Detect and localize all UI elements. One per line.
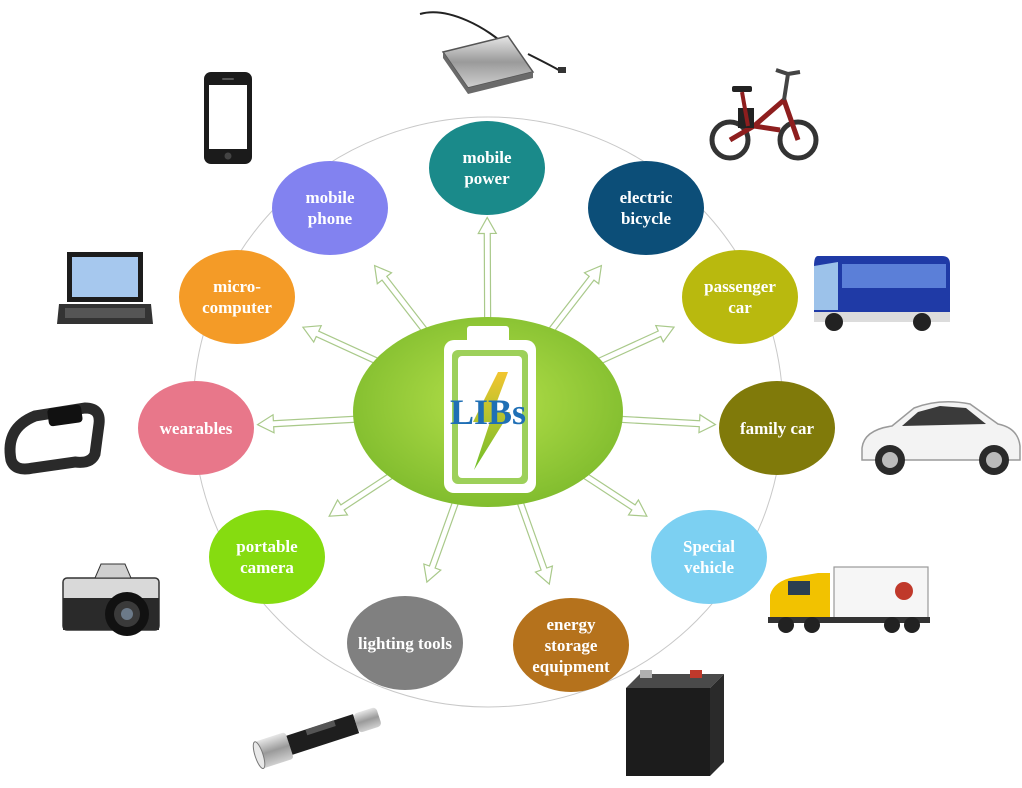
node-family-car	[719, 381, 835, 475]
arrow-to-lighting-tools	[423, 498, 460, 584]
electric-bicycle-icon	[709, 68, 819, 161]
node-mobile-power	[429, 121, 545, 215]
lightning-bolt-icon	[473, 372, 510, 470]
arrow-to-micro-computer	[301, 325, 381, 366]
arrow-to-mobile-power	[477, 216, 498, 322]
arrow-to-energy-storage-equipment	[515, 498, 554, 586]
bus-icon	[814, 256, 950, 331]
arrow-to-passenger-car	[595, 324, 676, 366]
arrow-to-electric-bicycle	[546, 264, 603, 335]
camera-icon	[62, 563, 160, 636]
car-icon	[861, 401, 1021, 475]
node-passenger-car	[682, 250, 798, 344]
flashlight-icon	[252, 707, 381, 770]
node-portable-camera	[209, 510, 325, 604]
node-special-vehicle	[651, 510, 767, 604]
node-mobile-phone	[272, 161, 388, 255]
node-electric-bicycle	[588, 161, 704, 255]
laptop-icon	[57, 252, 153, 324]
node-energy-storage-equipment	[513, 598, 629, 692]
smart-band-icon	[4, 402, 105, 475]
arrow-to-wearables	[256, 413, 359, 434]
node-lighting-tools	[347, 596, 463, 690]
external-hard-drive-icon	[410, 8, 566, 108]
node-micro-computer	[179, 250, 295, 344]
arrow-to-family-car	[617, 413, 717, 434]
node-wearables	[138, 381, 254, 475]
truck-icon	[768, 566, 930, 633]
battery-icon	[444, 326, 536, 493]
arrow-to-portable-camera	[328, 471, 396, 517]
center-label: LIBs	[450, 392, 526, 432]
arrow-to-mobile-phone	[373, 264, 430, 335]
arrow-to-special-vehicle	[580, 471, 648, 517]
smartphone-icon	[204, 72, 252, 164]
battery-box-icon	[626, 670, 724, 776]
